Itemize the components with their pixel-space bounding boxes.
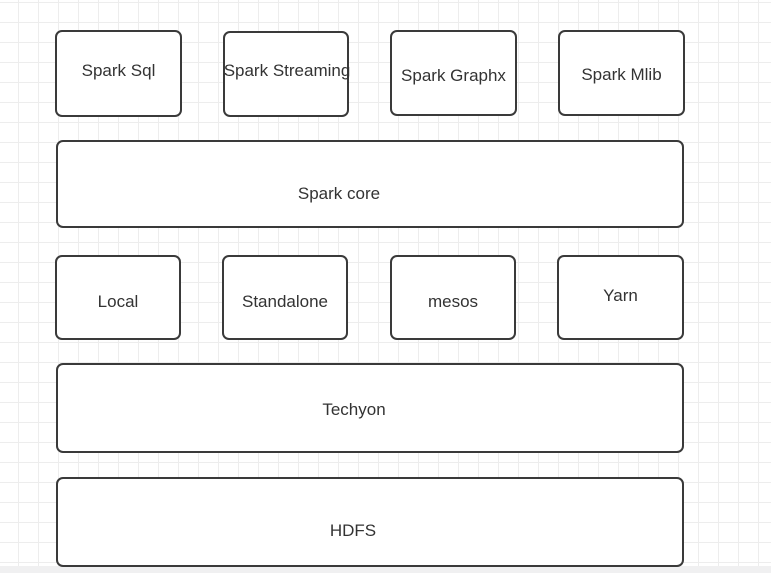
box-spark-mlib[interactable]: Spark Mlib bbox=[558, 30, 685, 116]
box-mesos[interactable]: mesos bbox=[390, 255, 516, 340]
box-spark-sql-label: Spark Sql bbox=[81, 61, 156, 80]
box-spark-streaming-label: Spark Streaming bbox=[223, 60, 351, 80]
box-spark-core[interactable]: Spark core bbox=[56, 140, 684, 228]
box-spark-graphx-label: Spark Graphx bbox=[401, 65, 506, 85]
box-local[interactable]: Local bbox=[55, 255, 181, 340]
box-spark-sql[interactable]: Spark Sql bbox=[55, 30, 182, 117]
box-spark-core-label: Spark core bbox=[297, 183, 381, 203]
box-spark-mlib-label: Spark Mlib bbox=[581, 64, 662, 84]
box-techyon-label: Techyon bbox=[322, 399, 386, 419]
box-mesos-label: mesos bbox=[427, 292, 479, 311]
box-spark-graphx[interactable]: Spark Graphx bbox=[390, 30, 517, 116]
box-standalone[interactable]: Standalone bbox=[222, 255, 348, 340]
canvas-bottom-edge-strip bbox=[0, 566, 771, 573]
box-hdfs[interactable]: HDFS bbox=[56, 477, 684, 567]
box-local-label: Local bbox=[97, 292, 139, 311]
box-yarn[interactable]: Yarn bbox=[557, 255, 684, 340]
box-techyon[interactable]: Techyon bbox=[56, 363, 684, 453]
box-yarn-label: Yarn bbox=[603, 286, 638, 305]
box-spark-streaming[interactable]: Spark Streaming bbox=[223, 31, 351, 117]
box-hdfs-label: HDFS bbox=[329, 520, 377, 540]
box-standalone-label: Standalone bbox=[241, 292, 329, 311]
